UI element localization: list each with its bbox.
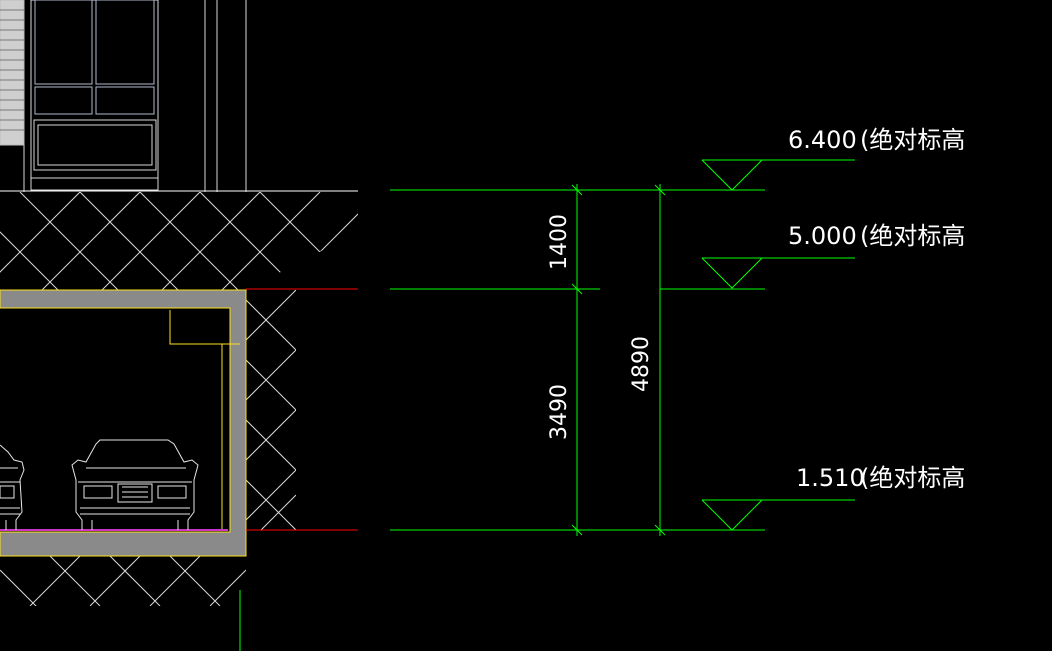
basement-walls bbox=[0, 289, 247, 557]
dimension-text-4890: 4890 bbox=[629, 336, 654, 392]
dimension-lines bbox=[390, 184, 765, 536]
building-facade bbox=[0, 0, 247, 192]
elevation-marker-6400 bbox=[701, 159, 855, 191]
dimension-text-1400: 1400 bbox=[547, 214, 572, 270]
level-lines-red bbox=[246, 288, 358, 531]
dimension-text-3490: 3490 bbox=[547, 384, 572, 440]
window-frame bbox=[30, 0, 159, 191]
soil-hatch-bottom bbox=[0, 556, 246, 606]
elevation-label-6400: (绝对标高 bbox=[860, 126, 965, 154]
car-partial-left bbox=[0, 444, 25, 530]
shutter-slats bbox=[0, 9, 24, 131]
basement-interior bbox=[0, 310, 240, 531]
elevation-marker-1510 bbox=[701, 499, 855, 531]
elevation-value-1510: 1.510 bbox=[796, 464, 865, 492]
soil-hatch-top bbox=[0, 192, 358, 290]
car-front-view bbox=[71, 439, 199, 530]
elevation-value-5000: 5.000 bbox=[788, 222, 857, 250]
soil-hatch-right bbox=[246, 290, 296, 530]
window-shutter bbox=[0, 0, 25, 146]
elevation-label-5000: (绝对标高 bbox=[860, 222, 965, 250]
elevation-marker-5000 bbox=[701, 257, 855, 289]
elevation-value-6400: 6.400 bbox=[788, 126, 857, 154]
elevation-label-1510: (绝对标高 bbox=[860, 464, 965, 492]
